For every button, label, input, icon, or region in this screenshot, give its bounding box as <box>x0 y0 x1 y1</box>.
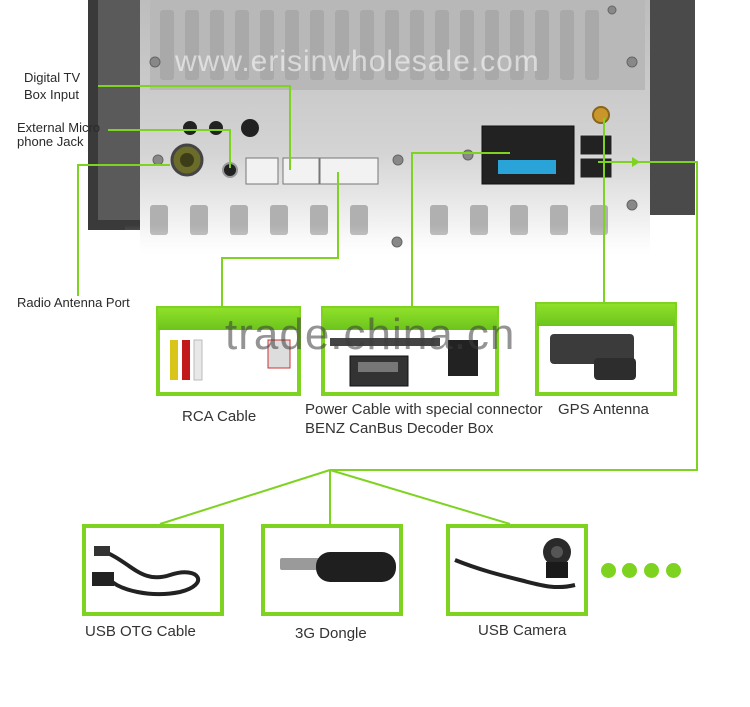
caption-gps-antenna: GPS Antenna <box>558 401 649 418</box>
accessory-box-rca <box>156 306 301 396</box>
accessory-box-gps <box>535 302 677 396</box>
caption-rca-cable: RCA Cable <box>182 408 257 425</box>
usb-otg-cable-icon <box>99 548 201 597</box>
digital-tv-connector-icon <box>282 157 320 185</box>
callout-lines <box>77 85 698 525</box>
label-ext-mic-line2: phone Jack <box>17 134 84 149</box>
accessory-box-power <box>321 306 499 396</box>
caption-power-line2: BENZ CanBus Decoder Box <box>305 420 494 437</box>
camera-icon <box>454 538 576 590</box>
gps-antenna-icon <box>550 334 636 380</box>
power-connector-icon <box>481 125 575 185</box>
dongle-icon <box>280 552 396 582</box>
decoder-box-icon <box>330 338 478 387</box>
caption-3g-dongle: 3G Dongle <box>295 625 367 642</box>
accessory-box-usb-otg <box>82 524 224 616</box>
caption-usb-camera: USB Camera <box>478 622 567 639</box>
label-radio-antenna: Radio Antenna Port <box>17 295 130 310</box>
watermark-top: www.erisinwholesale.com <box>175 45 540 78</box>
rear-panel <box>125 0 705 285</box>
label-digital-tv-line1: Digital TV <box>24 70 81 85</box>
caption-usb-otg: USB OTG Cable <box>85 623 196 640</box>
gps-port-icon <box>592 106 610 124</box>
arrow-icon <box>632 157 640 167</box>
rca-connector-icon <box>319 157 379 185</box>
label-digital-tv-line2: Box Input <box>24 87 79 102</box>
more-dot-icon <box>601 563 616 578</box>
rca-plugs-icon <box>170 339 291 381</box>
caption-power-line1: Power Cable with special connector <box>305 401 543 418</box>
accessory-box-camera <box>446 524 588 616</box>
label-ext-mic-line1: External Micro <box>17 120 101 135</box>
more-dot-icon <box>622 563 637 578</box>
more-dot-icon <box>666 563 681 578</box>
more-dot-icon <box>644 563 659 578</box>
port-holes <box>170 119 259 178</box>
watermark-center: trade.china.cn <box>225 310 516 359</box>
accessory-box-3g <box>261 524 403 616</box>
